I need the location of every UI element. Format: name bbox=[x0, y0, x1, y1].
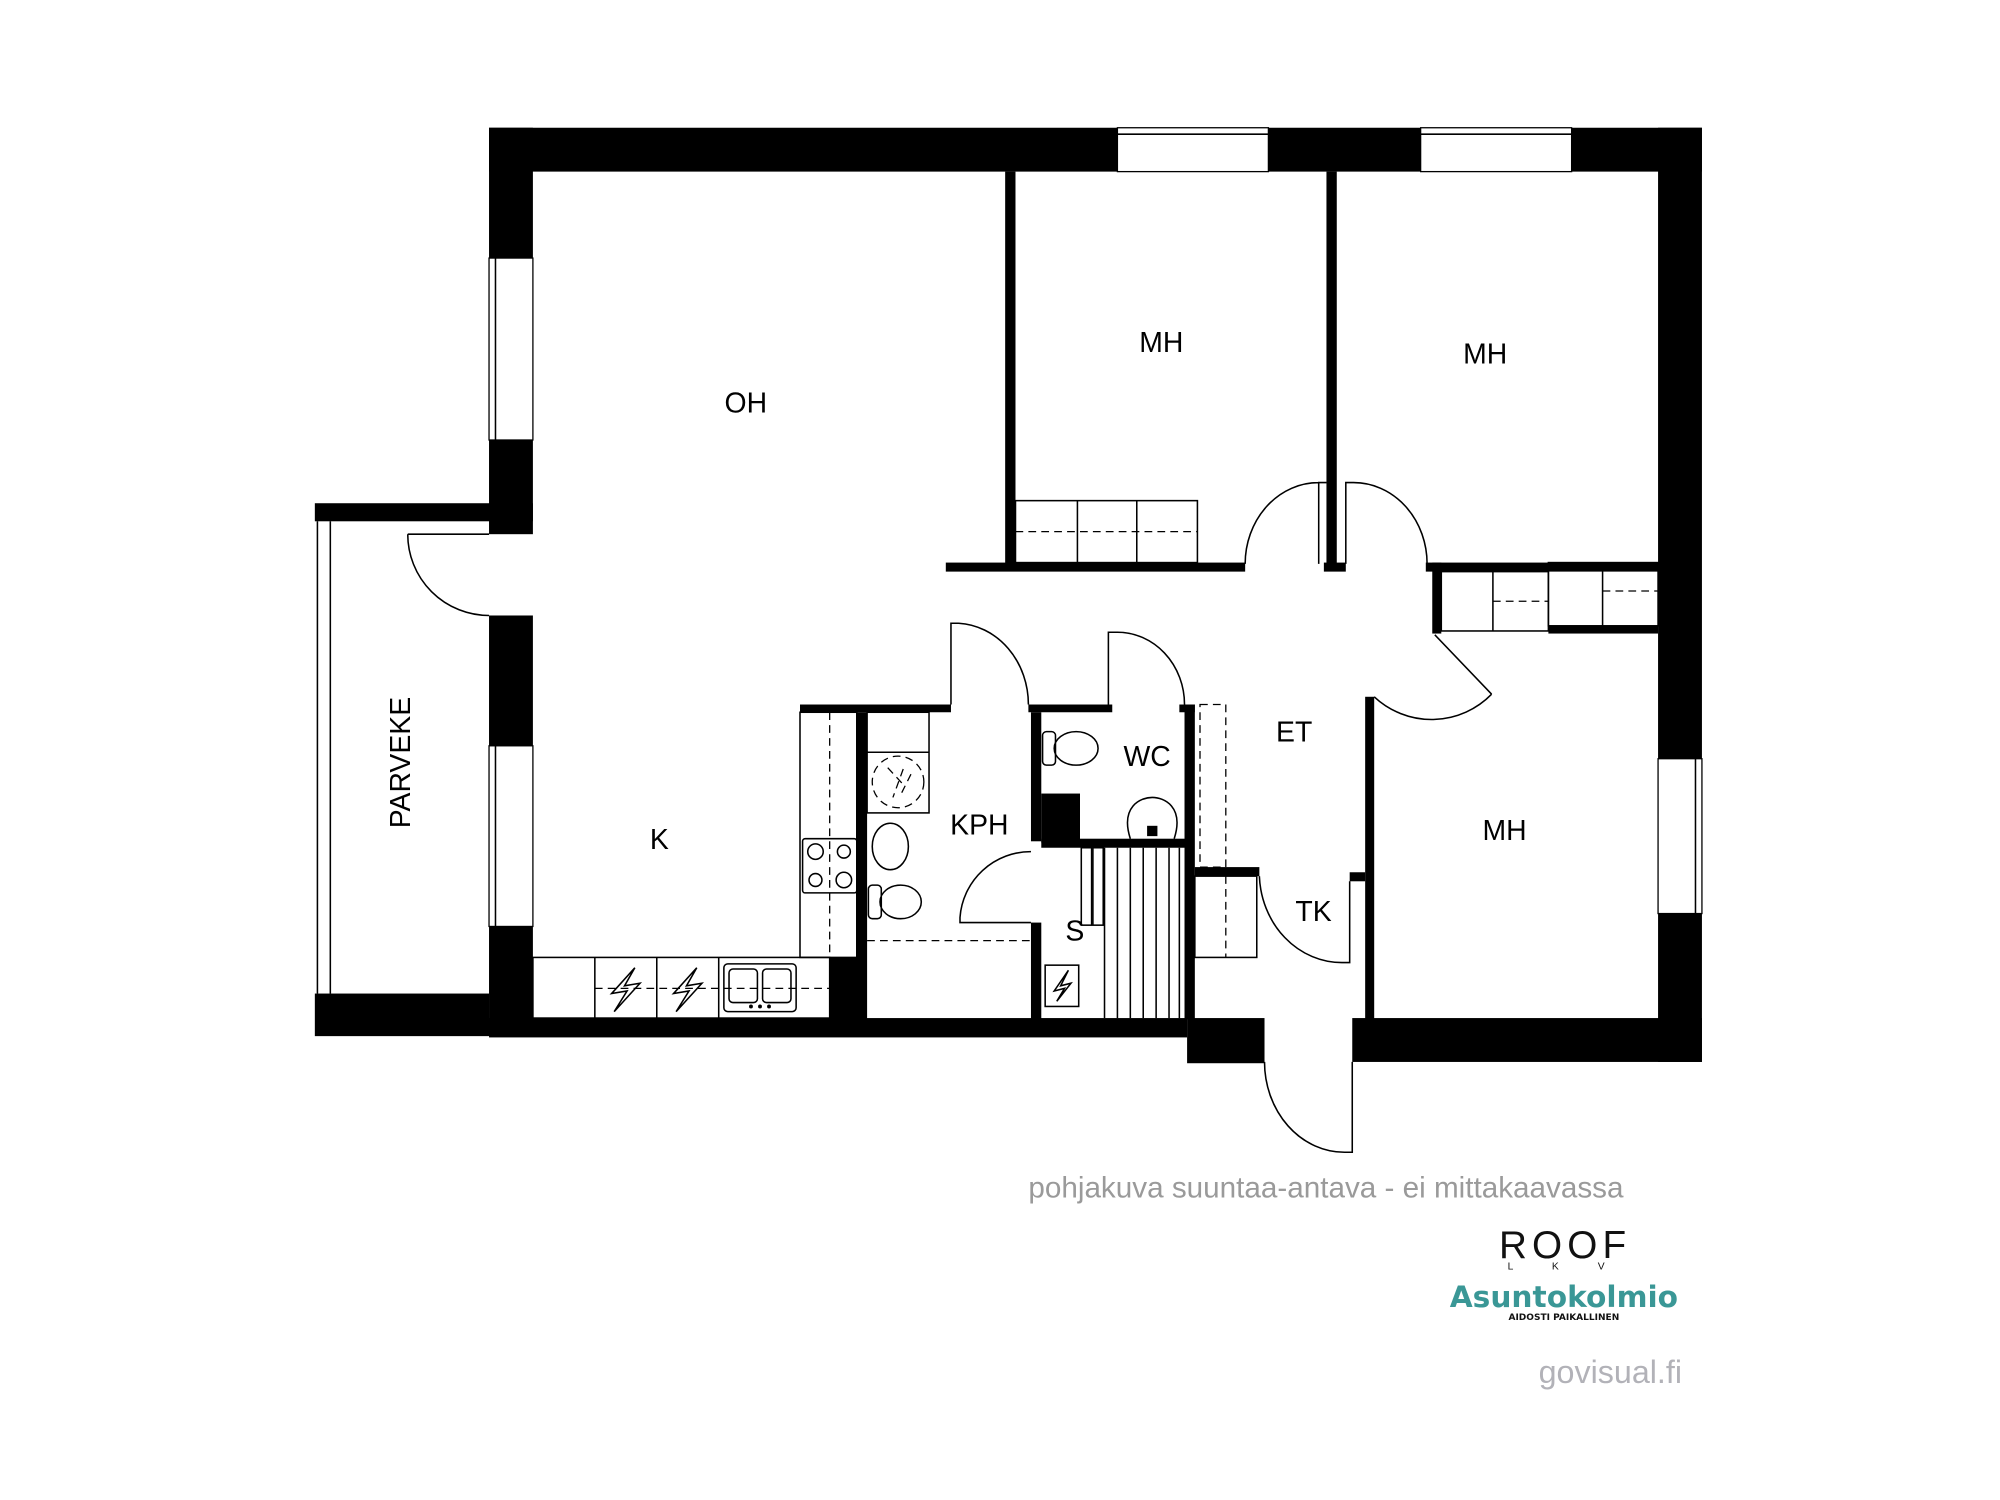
sauna-door bbox=[959, 850, 1031, 924]
room-label-k: K bbox=[650, 824, 669, 856]
room-label-wc: WC bbox=[1123, 741, 1170, 773]
room-label-oh: OH bbox=[725, 388, 768, 420]
tk-door bbox=[1258, 876, 1351, 964]
entrance-door bbox=[1263, 1061, 1354, 1154]
room-label-s: S bbox=[1065, 915, 1084, 947]
asuntokolmio-logo: Asuntokolmio bbox=[1450, 1279, 1678, 1314]
room-label-mh: MH bbox=[1463, 339, 1507, 371]
sauna-benches bbox=[1044, 846, 1181, 1019]
asuntokolmio-tagline: AIDOSTI PAIKALLINEN bbox=[1508, 1313, 1619, 1323]
room-label-et: ET bbox=[1276, 717, 1312, 749]
website-text: govisual.fi bbox=[1539, 1354, 1682, 1390]
sink-icon bbox=[723, 963, 797, 1013]
room-label-tk: TK bbox=[1295, 896, 1331, 928]
washbasin-icon bbox=[871, 822, 910, 871]
dishwasher-icon bbox=[609, 967, 643, 1013]
roof-logo-sub: L K V bbox=[1508, 1262, 1623, 1273]
mh2-door bbox=[1345, 481, 1428, 564]
room-label-kph: KPH bbox=[950, 810, 1008, 842]
balcony-railing bbox=[316, 521, 332, 994]
room-label-parveke: PARVEKE bbox=[385, 697, 417, 828]
kph-door bbox=[950, 622, 1030, 705]
bathroom-fixtures bbox=[866, 711, 1031, 942]
room-label-mh: MH bbox=[1482, 815, 1526, 847]
sauna-stove-icon bbox=[1044, 964, 1080, 1008]
toilet-icon bbox=[1041, 730, 1099, 766]
closets bbox=[1014, 499, 1659, 959]
mh1-door bbox=[1244, 481, 1327, 564]
washbasin-icon bbox=[1126, 796, 1178, 839]
wc-fixtures bbox=[1041, 730, 1178, 839]
interior-walls bbox=[800, 171, 1659, 1020]
roof-logo: ROOF bbox=[1499, 1224, 1631, 1267]
doors bbox=[406, 481, 1493, 1154]
room-label-mh: MH bbox=[1139, 327, 1183, 359]
kitchen-fixtures bbox=[532, 711, 858, 1019]
balcony-door bbox=[406, 533, 490, 617]
fridge-icon bbox=[671, 967, 705, 1013]
disclaimer-text: pohjakuva suuntaa-antava - ei mittakaava… bbox=[1028, 1171, 1624, 1204]
windows bbox=[488, 127, 1703, 928]
toilet-icon bbox=[867, 884, 923, 920]
mh3-door bbox=[1373, 634, 1493, 721]
wc-door bbox=[1107, 631, 1186, 705]
shower-drain-icon bbox=[871, 755, 925, 809]
stove-icon bbox=[801, 837, 858, 894]
